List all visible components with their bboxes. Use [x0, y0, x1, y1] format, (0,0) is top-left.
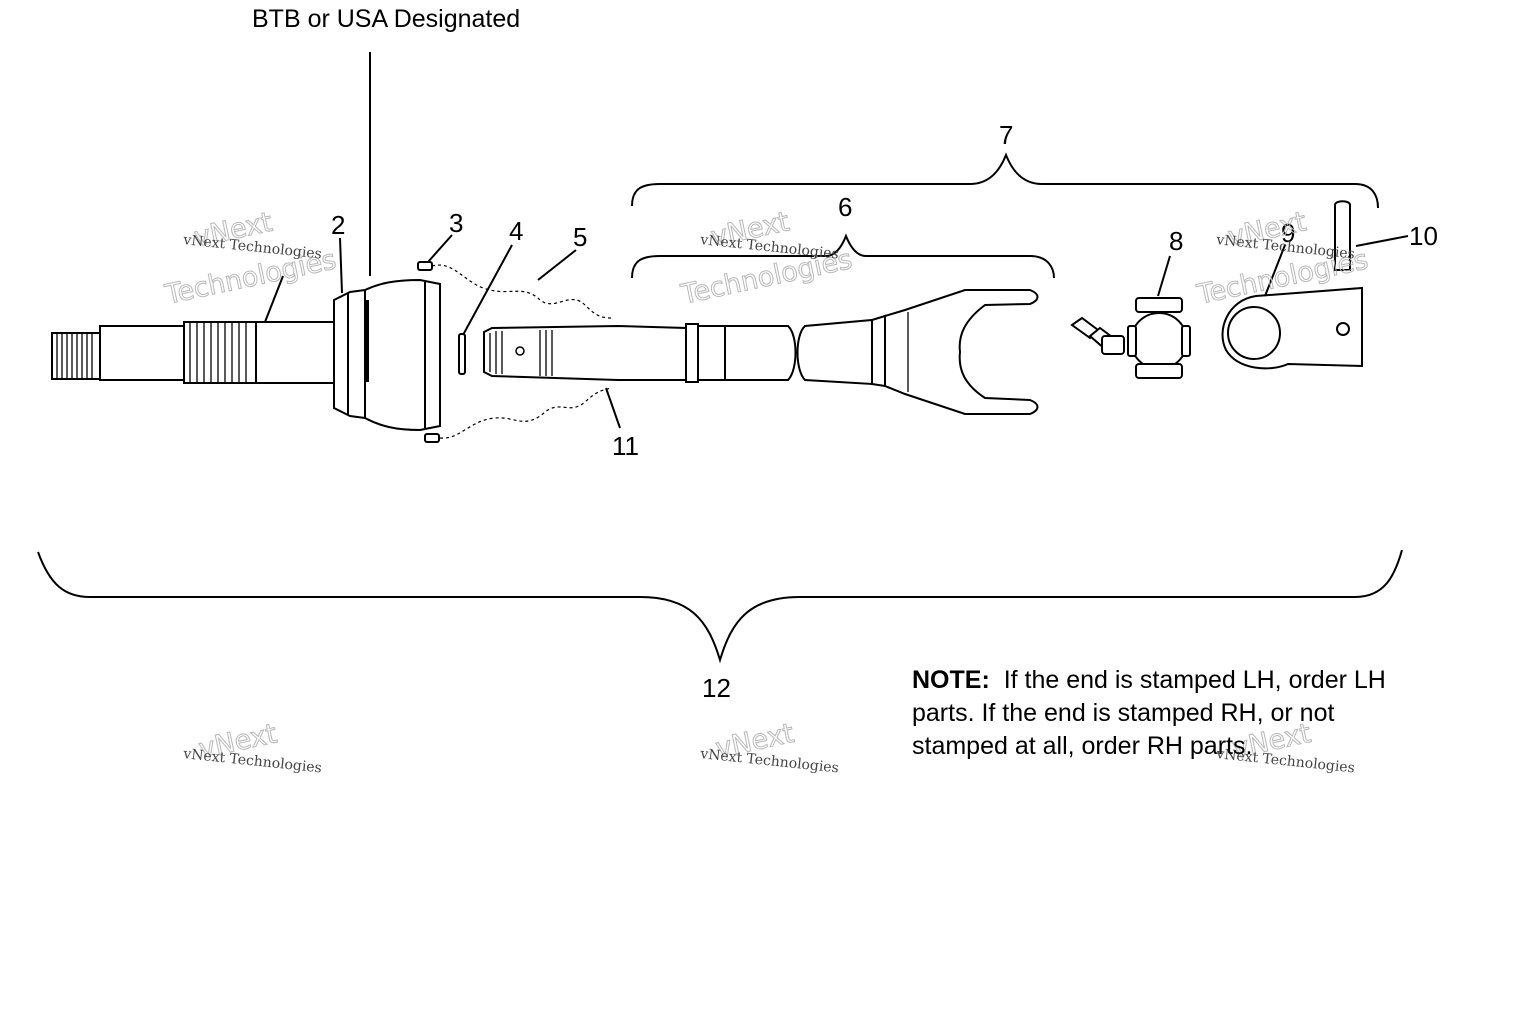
brace-7	[631, 152, 1379, 209]
watermark-1: vNext Technologies vNext Technologies	[161, 206, 339, 311]
roll-pin	[1334, 200, 1351, 271]
note-block: NOTE: If the end is stamped LH, order LH…	[912, 664, 1432, 763]
leader-8	[1157, 255, 1171, 297]
leader-5	[537, 249, 577, 281]
callout-8: 8	[1169, 226, 1183, 256]
watermark-4: vNext vNext Technologies	[182, 718, 323, 777]
snap-ring	[458, 333, 466, 375]
drive-shaft	[483, 289, 1039, 415]
callout-11: 11	[612, 431, 639, 461]
boot-clamp-upper	[417, 261, 433, 271]
callout-5: 5	[573, 222, 587, 252]
watermark-2: vNext Technologies vNext Technologies	[677, 206, 855, 311]
leader-9	[1264, 244, 1286, 297]
boot-clamp-lower	[424, 433, 440, 443]
callout-2: 2	[331, 210, 345, 240]
callout-10: 10	[1409, 221, 1438, 251]
leader-11	[605, 387, 621, 429]
yoke-end	[1221, 286, 1363, 370]
grease-fitting	[1070, 316, 1125, 355]
brace-12	[37, 549, 1403, 664]
callout-4: 4	[509, 216, 523, 246]
callout-7: 7	[999, 120, 1013, 150]
leader-2	[339, 237, 343, 294]
note-label: NOTE:	[912, 666, 990, 694]
boot-outline	[431, 264, 613, 439]
callout-6: 6	[838, 192, 852, 222]
callout-9: 9	[1281, 218, 1295, 248]
watermark-5: vNext vNext Technologies	[699, 717, 840, 776]
brace-6	[631, 233, 1055, 279]
callout-3: 3	[449, 208, 463, 238]
leader-1	[264, 275, 284, 323]
leader-10	[1355, 235, 1409, 247]
stub-shaft	[51, 321, 335, 384]
leader-4	[462, 244, 513, 336]
u-joint-cross	[1127, 297, 1191, 379]
note-text: If the end is stamped LH, order LH parts…	[912, 666, 1386, 760]
designation-header: BTB or USA Designated	[252, 5, 520, 33]
leader-3	[427, 234, 453, 263]
callout-12: 12	[702, 673, 731, 703]
cv-joint-housing	[333, 278, 441, 432]
